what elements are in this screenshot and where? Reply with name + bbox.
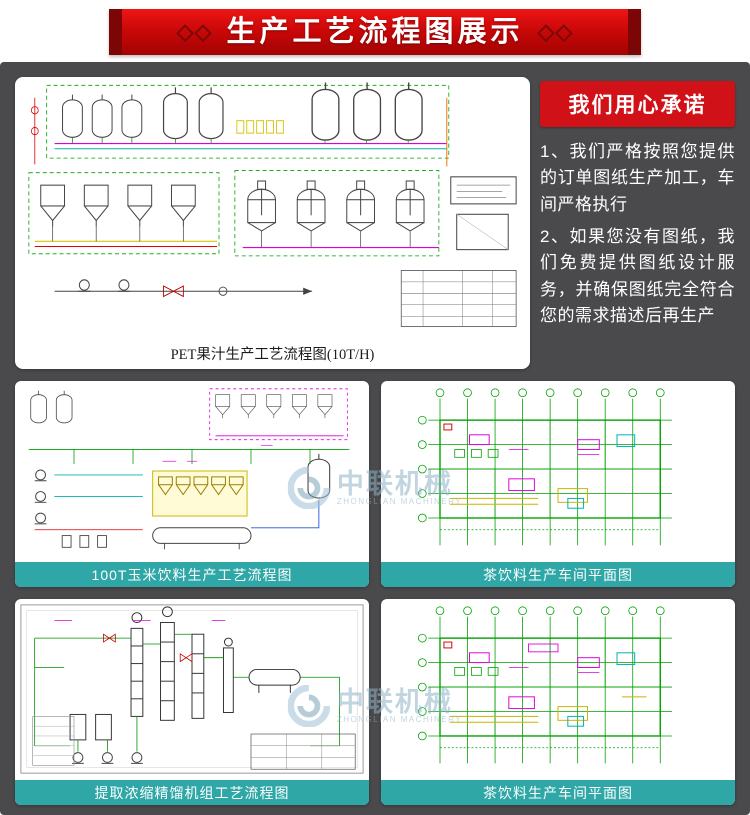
tea-plan-2-image [381,599,735,780]
corn-beverage-flow-diagram [28,388,350,550]
banner-diamond-left: ◇◇ [176,19,213,44]
content-area: PET果汁生产工艺流程图(10T/H) 我们用心承诺 1、我们严格按照您提供的订… [0,62,750,815]
panel-tea-plan-1: 茶饮料生产车间平面图 [381,381,735,587]
panel-tea-plan-2: 茶饮料生产车间平面图 [381,599,735,805]
panel-corn-beverage-flow: 100T玉米饮料生产工艺流程图 [15,381,369,587]
middle-row: 100T玉米饮料生产工艺流程图 茶饮料生产车间平面图 中联机械 ZHONGLIA [15,381,735,587]
promise-badge: 我们用心承诺 [540,81,735,127]
caption-bar-tea-1: 茶饮料生产车间平面图 [381,562,735,587]
promise-column: 我们用心承诺 1、我们严格按照您提供的订单图纸生产加工，车间严格执行 2、如果您… [540,77,735,369]
caption-bar-tea-2: 茶饮料生产车间平面图 [381,780,735,805]
bottom-row: 提取浓缩精馏机组工艺流程图 茶饮料生产车间平面图 [15,599,735,805]
tea-workshop-plan-diagram-2 [417,606,673,765]
banner-diamond-right: ◇◇ [537,19,574,44]
caption-bar-corn: 100T玉米饮料生产工艺流程图 [15,562,369,587]
distillation-flow-image [15,599,369,780]
page-title: 生产工艺流程图展示 [226,15,524,48]
panel-pet-juice-flow: PET果汁生产工艺流程图(10T/H) [15,77,530,369]
pet-juice-caption: PET果汁生产工艺流程图(10T/H) [170,346,375,363]
banner-zone: ◇◇ 生产工艺流程图展示 ◇◇ [0,0,750,62]
distillation-unit-flow-diagram [20,604,364,774]
tea-workshop-plan-diagram-1 [417,388,673,547]
pet-juice-flow-image [15,77,530,337]
top-row: PET果汁生产工艺流程图(10T/H) 我们用心承诺 1、我们严格按照您提供的订… [15,77,735,369]
promise-item-2: 2、如果您没有图纸，我们免费提供图纸设计服务，并确保图纸完全符合您的需求描述后再… [540,227,735,326]
pet-juice-flow-diagram [28,81,517,328]
promise-item-1: 1、我们严格按照您提供的订单图纸生产加工，车间严格执行 [540,142,735,214]
caption-bar-distillation: 提取浓缩精馏机组工艺流程图 [15,780,369,805]
page-banner: ◇◇ 生产工艺流程图展示 ◇◇ [109,9,641,55]
panel-distillation-flow: 提取浓缩精馏机组工艺流程图 [15,599,369,805]
tea-plan-1-image [381,381,735,562]
corn-beverage-flow-image [15,381,369,562]
